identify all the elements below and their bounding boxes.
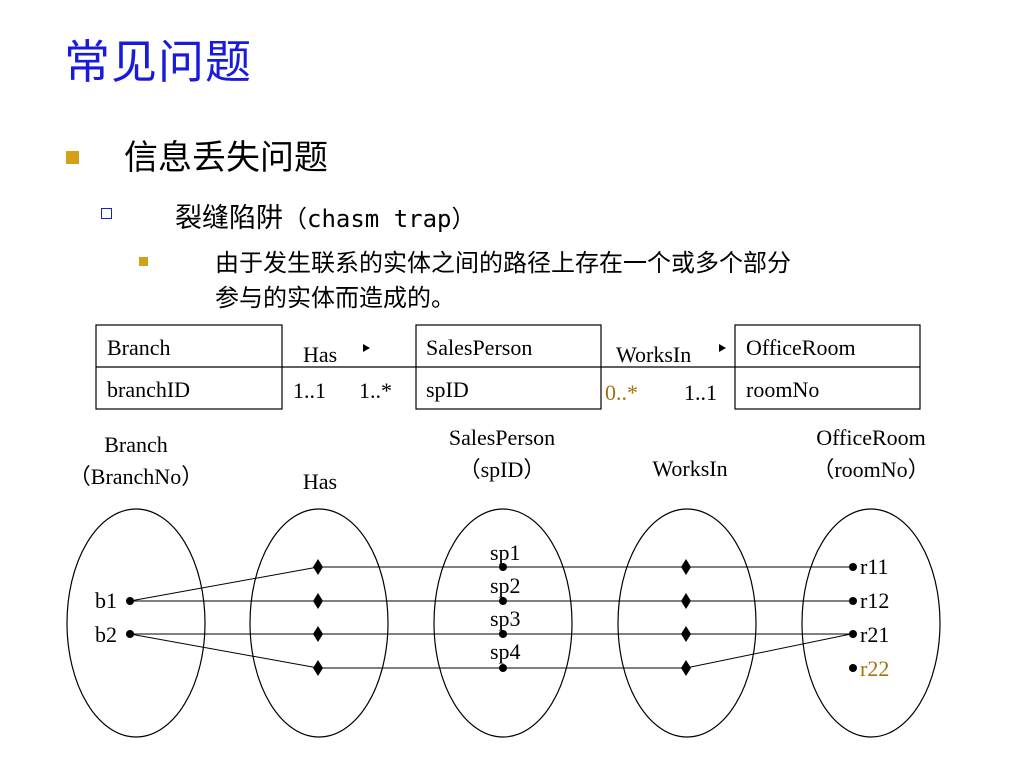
small-square-bullet-icon (139, 257, 148, 266)
bullet-level2: 裂缝陷阱（chasm trap） (175, 196, 476, 235)
entity-dot (849, 563, 857, 571)
room-r22: r22 (860, 656, 889, 681)
set-label-salesperson-key: （spID） (459, 457, 546, 482)
set-label-has: Has (303, 469, 337, 494)
room-r21: r21 (860, 622, 889, 647)
room-r12: r12 (860, 588, 889, 613)
worksin-mult-left: 0..* (605, 380, 638, 405)
entity-salesperson-name: SalesPerson (426, 335, 532, 360)
set-ellipse-officeroom (801, 508, 941, 738)
salesperson-sp3: sp3 (490, 606, 521, 631)
entity-dot (499, 597, 507, 605)
set-label-salesperson: SalesPerson (449, 425, 555, 450)
relationship-has-label: Has (303, 342, 337, 367)
relationship-worksin-label: WorksIn (616, 342, 691, 367)
salesperson-sp1: sp1 (490, 540, 521, 565)
bullet-level3-line2: 参与的实体而造成的。 (215, 284, 455, 312)
set-ellipse-salesperson (433, 508, 573, 738)
entity-dot (499, 630, 507, 638)
entity-officeroom: OfficeRoom roomNo (734, 324, 921, 410)
bullet-level3-line1: 由于发生联系的实体之间的路径上存在一个或多个部分 (215, 249, 791, 277)
entity-branch: Branch branchID (95, 324, 283, 410)
diamond-icon (681, 626, 691, 642)
bullet-square-icon (66, 151, 79, 164)
entity-officeroom-attr: roomNo (746, 377, 819, 402)
entity-salesperson: SalesPerson spID (415, 324, 602, 410)
entity-dot (126, 630, 134, 638)
branch-b2: b2 (95, 622, 117, 647)
set-ellipse-worksin (617, 508, 757, 738)
has-mult-right: 1..* (359, 378, 392, 403)
hollow-square-bullet-icon (101, 208, 112, 219)
branch-b1: b1 (95, 588, 117, 613)
entity-dot (499, 664, 507, 672)
entity-branch-name: Branch (107, 335, 171, 360)
entity-officeroom-name: OfficeRoom (746, 335, 856, 360)
entity-dot (499, 563, 507, 571)
salesperson-sp2: sp2 (490, 573, 521, 598)
set-ellipse-branch (66, 508, 206, 738)
has-mult-left: 1..1 (293, 378, 326, 403)
entity-dot (849, 664, 857, 672)
diamond-icon (313, 593, 323, 609)
bullet-level1: 信息丢失问题 (124, 138, 328, 178)
salesperson-sp4: sp4 (490, 639, 521, 664)
set-label-branch: Branch (104, 432, 168, 457)
diamond-icon (681, 660, 691, 676)
set-label-officeroom: OfficeRoom (816, 425, 926, 450)
diamond-icon (313, 626, 323, 642)
diamond-icon (313, 660, 323, 676)
page-title: 常见问题 (64, 35, 252, 89)
entity-branch-attr: branchID (107, 377, 190, 402)
diamond-icon (681, 559, 691, 575)
set-ellipse-has (249, 508, 389, 738)
entity-dot (126, 597, 134, 605)
room-r11: r11 (860, 554, 889, 579)
chasm-trap-en: （chasm trap） (283, 205, 476, 233)
direction-arrow-icon (363, 344, 370, 352)
direction-arrow-icon (719, 344, 726, 352)
set-label-officeroom-key: （roomNo） (812, 457, 929, 482)
worksin-mult-right: 1..1 (684, 380, 717, 405)
set-label-worksin: WorksIn (652, 456, 727, 481)
diamond-icon (681, 593, 691, 609)
diamond-icon (313, 559, 323, 575)
chasm-trap-cn: 裂缝陷阱 (175, 203, 283, 234)
set-label-branch-key: （BranchNo） (69, 464, 203, 489)
entity-salesperson-attr: spID (426, 377, 469, 402)
entity-dot (849, 597, 857, 605)
entity-dot (849, 630, 857, 638)
